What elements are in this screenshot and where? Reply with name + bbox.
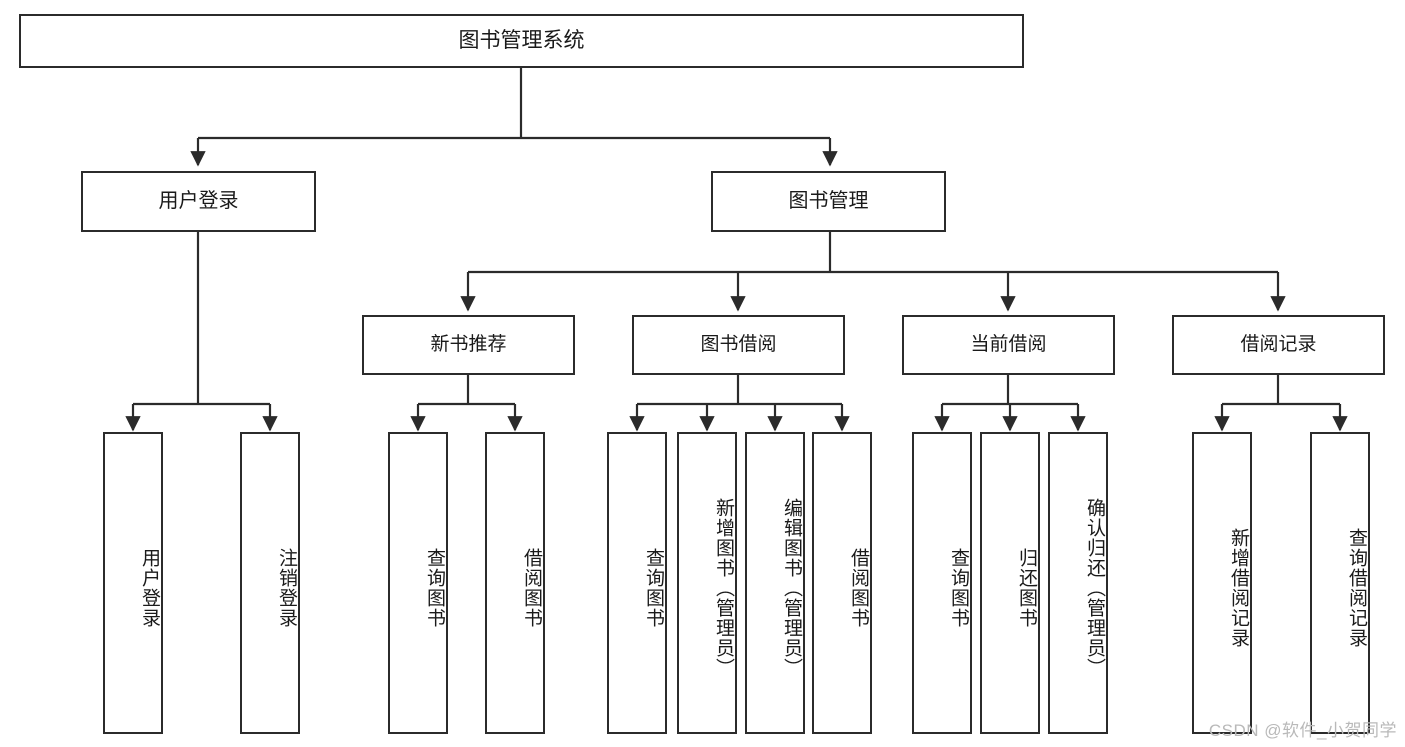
node-book-management[interactable]: 图书管理 bbox=[711, 171, 946, 232]
node-current-borrow[interactable]: 当前借阅 bbox=[902, 315, 1115, 375]
leaf-user-login-login[interactable]: 用户登录 bbox=[103, 432, 163, 734]
leaf-user-login-logout[interactable]: 注销登录 bbox=[240, 432, 300, 734]
leaf-borrow-record-add-record[interactable]: 新增借阅记录 bbox=[1192, 432, 1252, 734]
node-label: 确认归还（管理员） bbox=[1084, 498, 1105, 678]
leaf-current-borrow-return-book[interactable]: 归还图书 bbox=[980, 432, 1040, 734]
node-label: 图书管理 bbox=[788, 190, 869, 212]
node-label: 图书借阅 bbox=[700, 334, 777, 356]
leaf-book-borrow-borrow-book[interactable]: 借阅图书 bbox=[812, 432, 872, 734]
node-label: 新书推荐 bbox=[430, 334, 507, 356]
leaf-new-book-borrow-book[interactable]: 借阅图书 bbox=[485, 432, 545, 734]
node-label: 查询图书 bbox=[948, 548, 969, 628]
node-label: 查询图书 bbox=[643, 548, 664, 628]
node-label: 借阅图书 bbox=[848, 548, 869, 628]
leaf-current-borrow-query-book[interactable]: 查询图书 bbox=[912, 432, 972, 734]
node-label: 用户登录 bbox=[158, 190, 239, 212]
node-borrow-record[interactable]: 借阅记录 bbox=[1172, 315, 1385, 375]
node-new-book-recommend[interactable]: 新书推荐 bbox=[362, 315, 575, 375]
node-label: 注销登录 bbox=[276, 548, 297, 628]
csdn-watermark: CSDN @软件_小贺同学 bbox=[1208, 721, 1397, 740]
leaf-new-book-query-book[interactable]: 查询图书 bbox=[388, 432, 448, 734]
node-label: 查询借阅记录 bbox=[1346, 528, 1367, 648]
leaf-borrow-record-query-record[interactable]: 查询借阅记录 bbox=[1310, 432, 1370, 734]
node-label: 借阅记录 bbox=[1240, 334, 1317, 356]
leaf-current-borrow-confirm-return-admin[interactable]: 确认归还（管理员） bbox=[1048, 432, 1108, 734]
node-label: 归还图书 bbox=[1016, 548, 1037, 628]
node-root-book-management-system[interactable]: 图书管理系统 bbox=[19, 14, 1024, 68]
node-label: 查询图书 bbox=[424, 548, 445, 628]
node-user-login[interactable]: 用户登录 bbox=[81, 171, 316, 232]
leaf-book-borrow-edit-book-admin[interactable]: 编辑图书（管理员） bbox=[745, 432, 805, 734]
leaf-book-borrow-add-book-admin[interactable]: 新增图书（管理员） bbox=[677, 432, 737, 734]
node-label: 编辑图书（管理员） bbox=[781, 498, 802, 678]
node-label: 图书管理系统 bbox=[458, 28, 585, 52]
node-label: 用户登录 bbox=[139, 548, 160, 628]
node-book-borrow[interactable]: 图书借阅 bbox=[632, 315, 845, 375]
node-label: 新增图书（管理员） bbox=[713, 498, 734, 678]
node-label: 新增借阅记录 bbox=[1228, 528, 1249, 648]
node-label: 借阅图书 bbox=[521, 548, 542, 628]
leaf-book-borrow-query-book[interactable]: 查询图书 bbox=[607, 432, 667, 734]
node-label: 当前借阅 bbox=[970, 334, 1047, 356]
